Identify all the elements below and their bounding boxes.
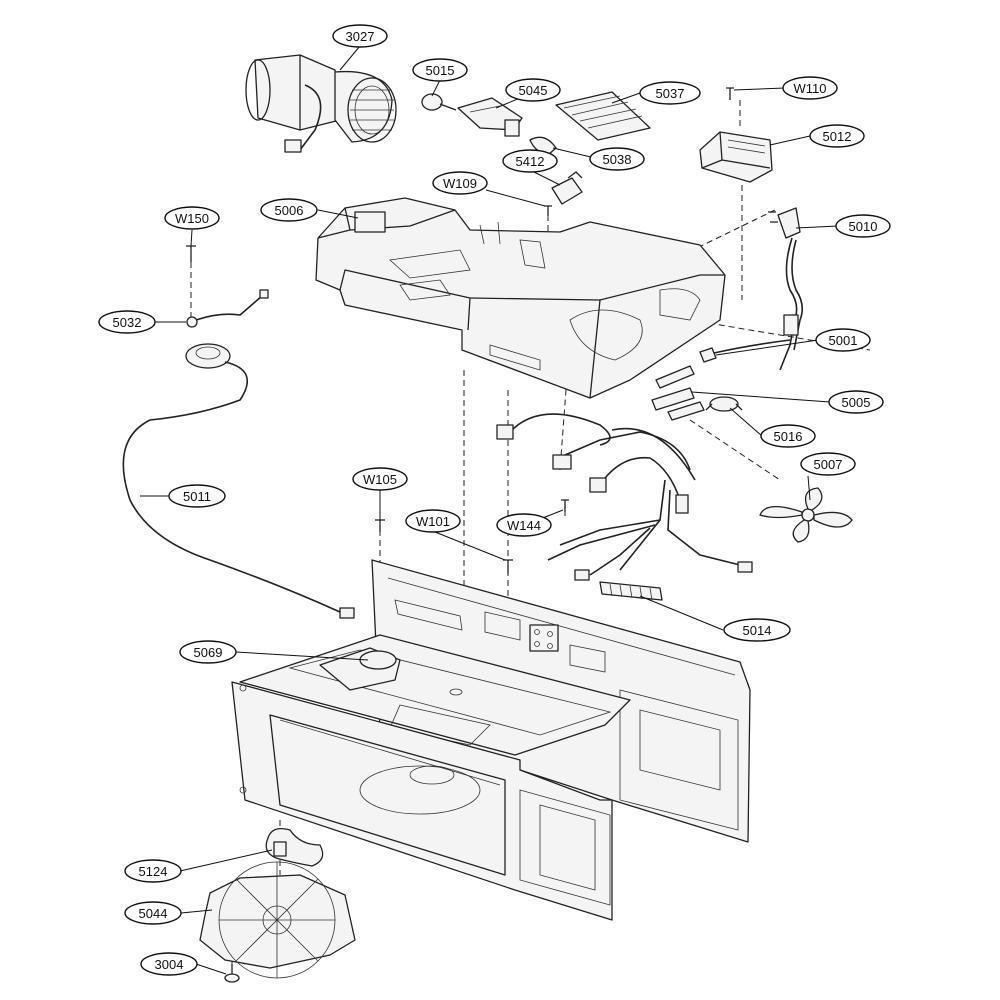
callout-5011: 5011 xyxy=(168,484,226,508)
callout-5045: 5045 xyxy=(505,78,561,102)
callout-5037: 5037 xyxy=(639,81,701,105)
callout-W105-text: W105 xyxy=(363,472,397,487)
callouts: 3027 5015 5045 5037 W110 5412 5038 5012 … xyxy=(98,24,891,976)
callout-5124-text: 5124 xyxy=(139,864,168,879)
switch-5412 xyxy=(551,171,583,205)
callout-W110-text: W110 xyxy=(794,81,827,96)
callout-3004-text: 3004 xyxy=(155,957,184,972)
callout-W101-text: W101 xyxy=(416,514,450,529)
callout-5005: 5005 xyxy=(828,390,884,414)
callout-5045-text: 5045 xyxy=(519,83,548,98)
callout-5069: 5069 xyxy=(179,640,237,664)
callout-5012: 5012 xyxy=(809,124,865,148)
callout-5037-text: 5037 xyxy=(656,86,685,101)
screw-W105 xyxy=(375,519,385,532)
filter-5037 xyxy=(555,91,651,141)
screw-W109 xyxy=(544,205,552,216)
cabinet-cavity xyxy=(231,559,751,921)
callout-W110: W110 xyxy=(782,76,838,100)
blower-motor-3027 xyxy=(245,54,397,153)
callout-W144-text: W144 xyxy=(507,518,541,533)
callout-5014: 5014 xyxy=(723,618,791,642)
callout-5069-text: 5069 xyxy=(194,645,223,660)
callout-5010: 5010 xyxy=(835,214,891,238)
cable-5011 xyxy=(122,361,355,619)
screw-W150 xyxy=(186,245,196,262)
callout-5038: 5038 xyxy=(589,147,645,171)
callout-W109-text: W109 xyxy=(443,176,477,191)
callout-5044: 5044 xyxy=(124,901,182,925)
fuse-5001 xyxy=(655,339,791,389)
callout-W101: W101 xyxy=(405,509,461,533)
callout-5412: 5412 xyxy=(502,149,558,173)
callout-5005-text: 5005 xyxy=(842,395,871,410)
screw-W101 xyxy=(503,559,513,574)
callout-5012-text: 5012 xyxy=(823,129,852,144)
callout-5032-text: 5032 xyxy=(113,315,142,330)
callout-5011-text: 5011 xyxy=(183,489,211,504)
callout-5015: 5015 xyxy=(412,58,468,82)
callout-5038-text: 5038 xyxy=(603,152,632,167)
callout-5014-text: 5014 xyxy=(743,623,772,638)
part-5038 xyxy=(529,136,557,156)
fan-blade-5007 xyxy=(759,487,853,543)
callout-W150-text: W150 xyxy=(175,211,209,226)
block-5012 xyxy=(699,131,773,183)
callout-5032: 5032 xyxy=(98,310,156,334)
callout-5412-text: 5412 xyxy=(516,154,545,169)
callout-W150: W150 xyxy=(164,206,220,230)
wire-harness xyxy=(496,413,753,601)
screw-3004 xyxy=(224,964,240,983)
chassis-5006 xyxy=(315,197,726,399)
lamp-5015 xyxy=(421,93,457,111)
callout-5001: 5001 xyxy=(815,328,871,352)
callout-W144: W144 xyxy=(496,513,552,537)
power-cord-5010 xyxy=(768,207,804,371)
screw-W110 xyxy=(726,87,734,100)
callout-5006: 5006 xyxy=(260,198,318,222)
motor-5032 xyxy=(185,289,269,369)
part-5005 xyxy=(651,387,705,421)
thermostat-5016 xyxy=(705,396,743,412)
callout-5124: 5124 xyxy=(124,859,182,883)
coupler-5124 xyxy=(265,827,324,867)
callout-W105: W105 xyxy=(352,467,408,491)
lamp-socket-5045 xyxy=(457,97,523,137)
callout-5015-text: 5015 xyxy=(426,63,455,78)
callout-5044-text: 5044 xyxy=(139,906,168,921)
callout-3004: 3004 xyxy=(140,952,198,976)
callout-5016-text: 5016 xyxy=(774,429,803,444)
callout-5010-text: 5010 xyxy=(849,219,878,234)
callout-3027-text: 3027 xyxy=(346,29,375,44)
base-plate-5044 xyxy=(199,861,356,979)
callout-W109: W109 xyxy=(432,171,488,195)
callout-5001-text: 5001 xyxy=(829,333,858,348)
callout-5006-text: 5006 xyxy=(275,203,304,218)
callout-3027: 3027 xyxy=(332,24,388,48)
callout-5007-text: 5007 xyxy=(814,457,843,472)
screw-W144 xyxy=(561,499,569,512)
callout-5007: 5007 xyxy=(800,452,856,476)
callout-5016: 5016 xyxy=(760,424,816,448)
